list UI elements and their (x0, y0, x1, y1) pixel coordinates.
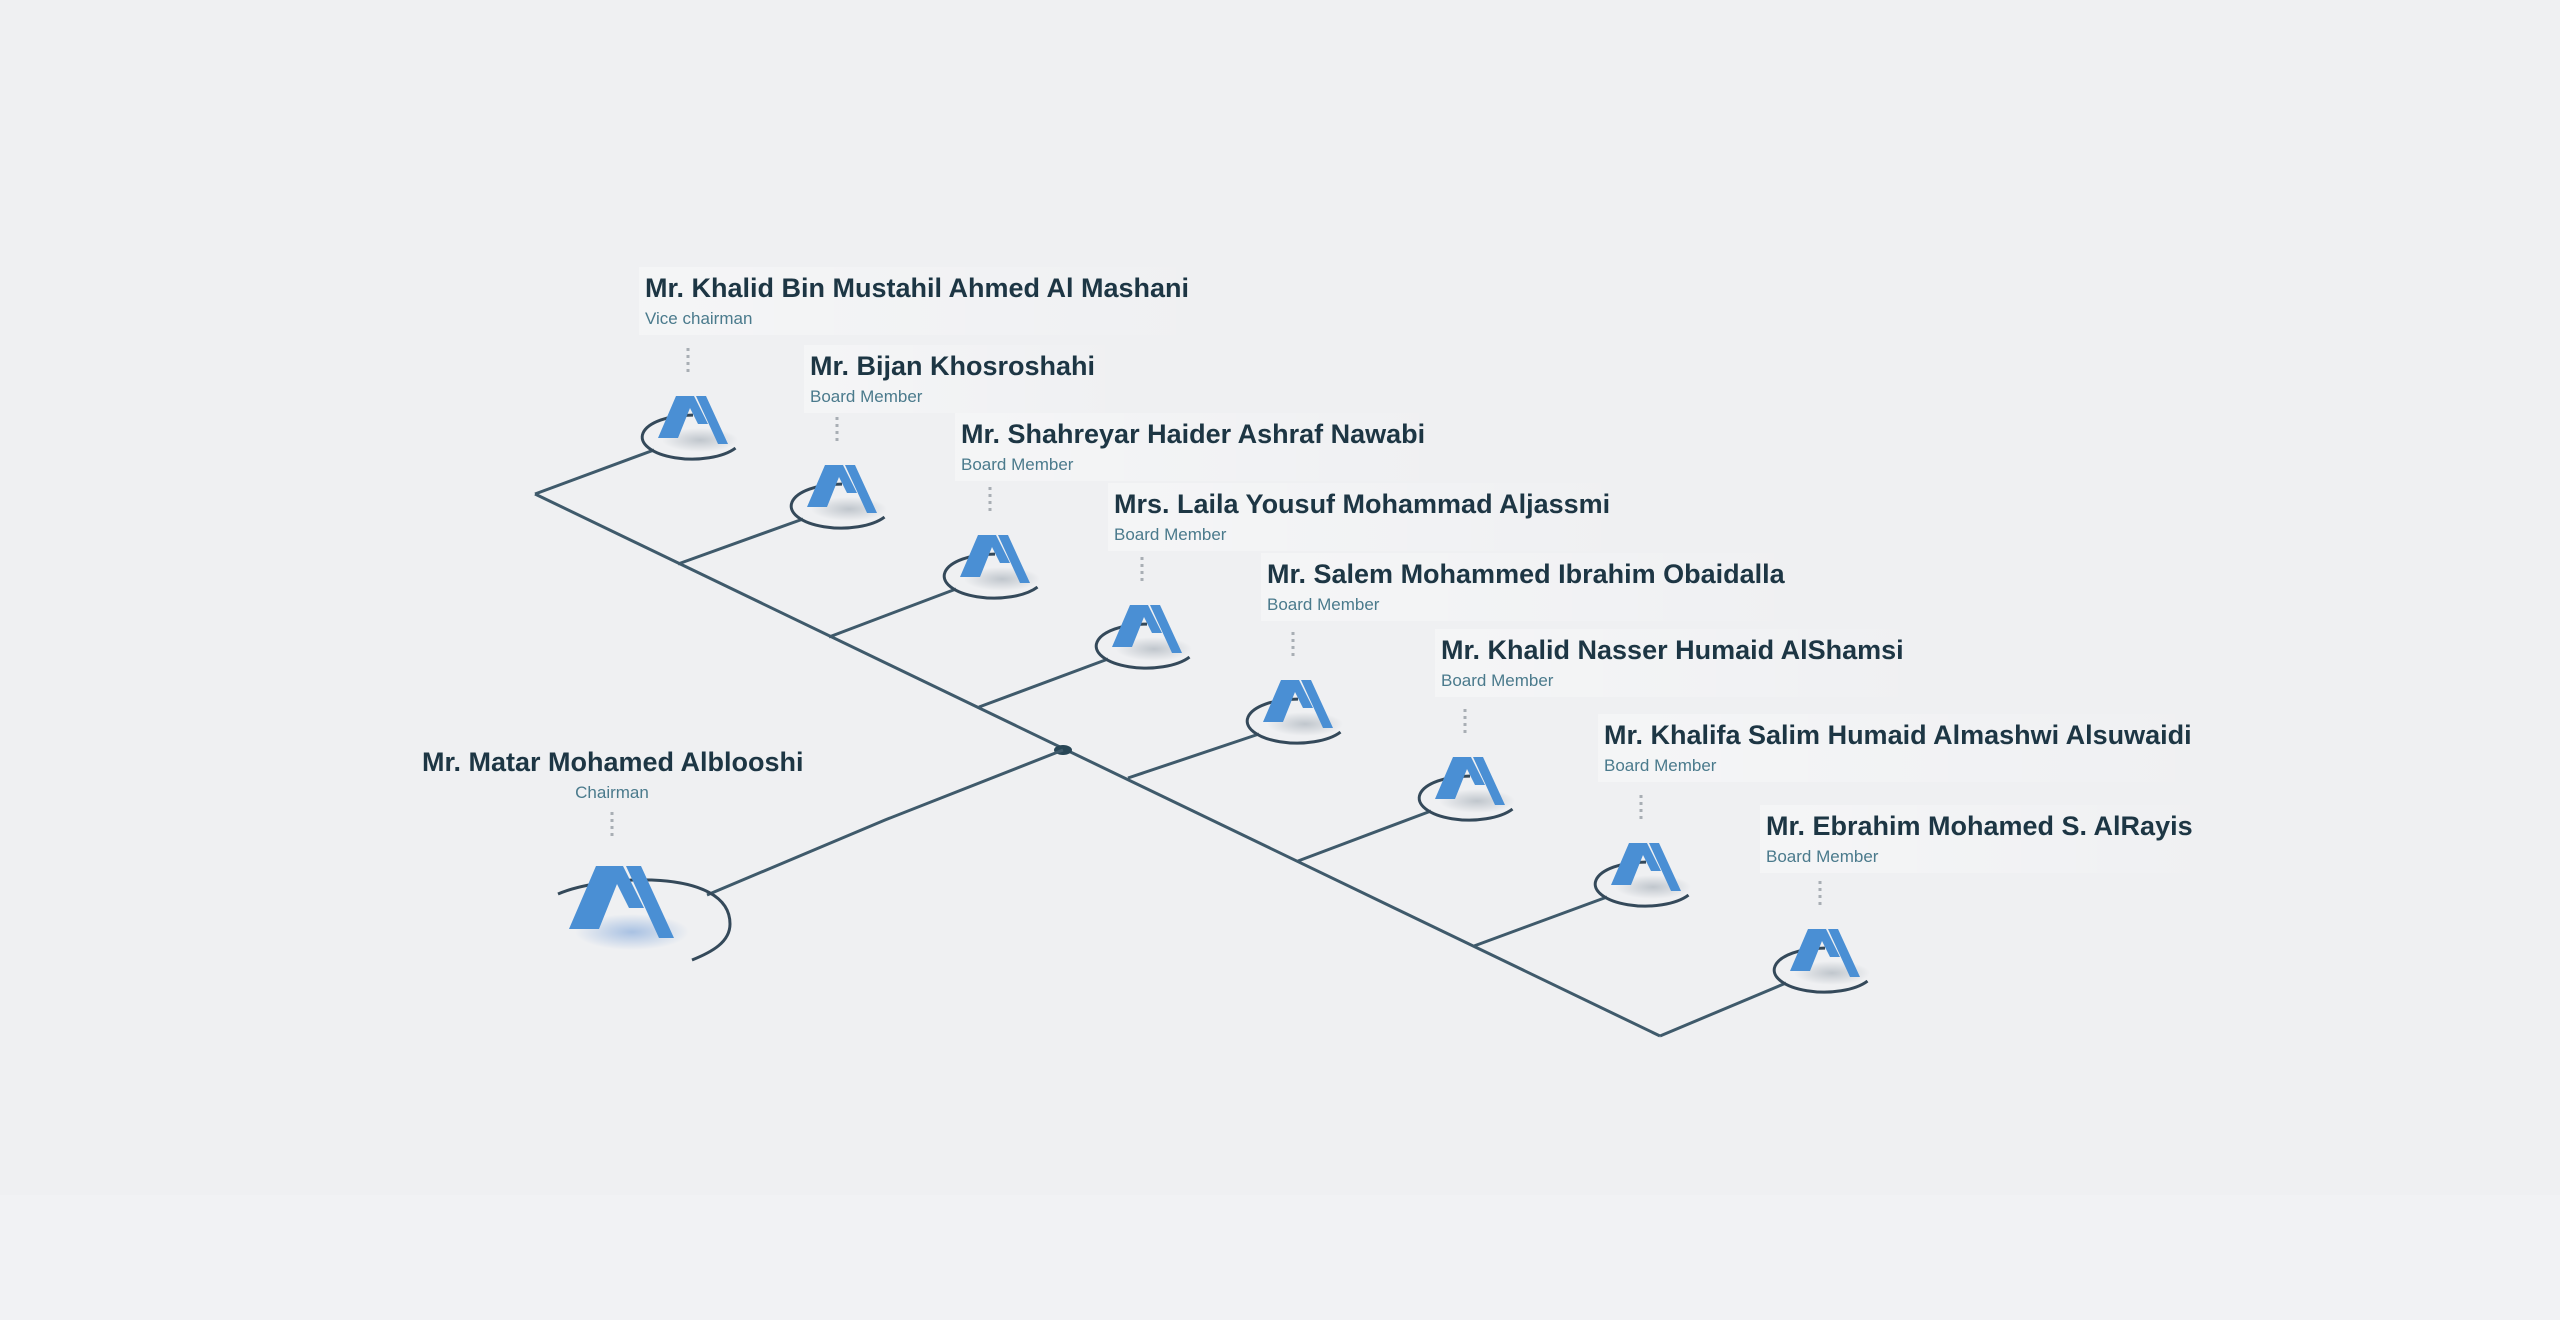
stylized-a-logo-icon (807, 465, 887, 521)
branch-line (978, 657, 1109, 709)
node-ring (1593, 860, 1690, 908)
member-name: Mr. Khalid Nasser Humaid AlShamsi (1441, 635, 1904, 665)
member-name: Mr. Ebrahim Mohamed S. AlRayis (1766, 811, 2193, 841)
branch-line (1659, 981, 1787, 1038)
stylized-a-logo-icon (1435, 757, 1515, 813)
chairman-name: Mr. Matar Mohamed Alblooshi (422, 747, 804, 777)
member-card: Mr. Ebrahim Mohamed S. AlRayis Board Mem… (1760, 805, 2233, 873)
member-card: Mr. Khalifa Salim Humaid Almashwi Alsuwa… (1598, 714, 2232, 782)
member-card: Mr. Khalid Bin Mustahil Ahmed Al Mashani… (639, 267, 1230, 335)
node-ring (1772, 946, 1869, 994)
branch-line (1473, 895, 1608, 948)
bottom-band (0, 1195, 2560, 1320)
node-ring (942, 552, 1039, 600)
branch-line (534, 448, 655, 496)
member-role: Board Member (1766, 847, 1879, 866)
branch-line (1297, 809, 1432, 863)
stylized-a-logo-icon (960, 535, 1040, 591)
branch-line (677, 517, 804, 566)
member-name: Mr. Salem Mohammed Ibrahim Obaidalla (1267, 559, 1785, 589)
member-name: Mr. Khalifa Salim Humaid Almashwi Alsuwa… (1604, 720, 2192, 750)
member-card: Mr. Bijan Khosroshahi Board Member (804, 345, 1136, 413)
branch-line (1127, 732, 1260, 780)
member-name: Mr. Shahreyar Haider Ashraf Nawabi (961, 419, 1426, 449)
member-role: Board Member (810, 387, 923, 406)
member-name: Mr. Khalid Bin Mustahil Ahmed Al Mashani (645, 273, 1190, 303)
stylized-a-logo-icon (1790, 929, 1870, 985)
node-ring (1417, 774, 1514, 822)
stylized-a-logo-icon (658, 396, 738, 452)
member-role: Board Member (1114, 525, 1227, 544)
spine-line (534, 492, 1661, 1038)
member-name: Mr. Bijan Khosroshahi (810, 351, 1096, 381)
node-ring (640, 413, 737, 461)
node-ring (1094, 622, 1191, 670)
member-name: Mrs. Laila Yousuf Mohammad Aljassmi (1114, 489, 1611, 519)
chairman-branch-line (706, 748, 1064, 897)
stylized-a-logo-icon (1611, 843, 1691, 899)
member-role: Board Member (1441, 671, 1554, 690)
stylized-a-logo-icon (1263, 680, 1343, 736)
stylized-a-logo-icon (1112, 605, 1192, 661)
branch-line (828, 587, 957, 639)
node-ring (789, 482, 886, 530)
chairman-role: Chairman (575, 783, 649, 802)
member-role: Board Member (1604, 756, 1717, 775)
member-card: Mr. Khalid Nasser Humaid AlShamsi Board … (1435, 629, 1944, 697)
chairman-card: Mr. Matar Mohamed Alblooshi Chairman (422, 745, 804, 805)
node-ring (1245, 697, 1342, 745)
member-role: Board Member (961, 455, 1074, 474)
member-card: Mrs. Laila Yousuf Mohammad Aljassmi Boar… (1108, 483, 1651, 551)
member-role: Vice chairman (645, 309, 753, 328)
member-card: Mr. Shahreyar Haider Ashraf Nawabi Board… (955, 413, 1466, 481)
stylized-a-logo-icon (569, 866, 689, 950)
member-card: Mr. Salem Mohammed Ibrahim Obaidalla Boa… (1261, 553, 1825, 621)
member-role: Board Member (1267, 595, 1380, 614)
